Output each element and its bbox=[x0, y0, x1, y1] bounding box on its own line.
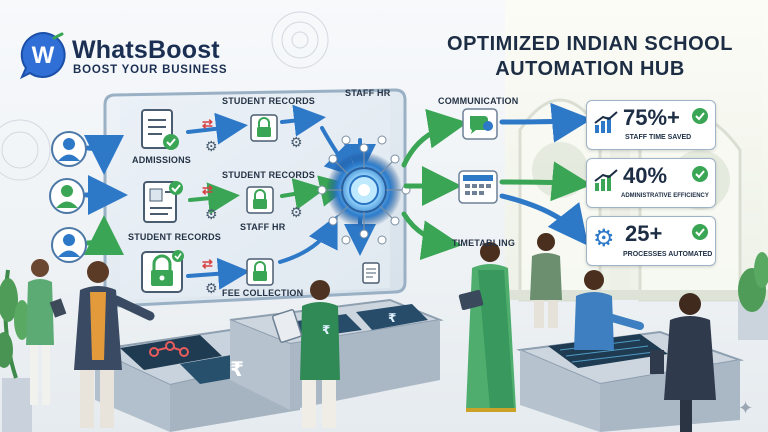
check-icon bbox=[691, 223, 709, 246]
label-timetabling: TIMETABLING bbox=[452, 238, 516, 248]
label-communication: COMMUNICATION bbox=[438, 96, 519, 106]
label-staff-hr-mid: STAFF HR bbox=[240, 222, 286, 232]
brand-name: WhatsBoost bbox=[72, 36, 220, 64]
title-line-2: AUTOMATION HUB bbox=[495, 58, 685, 80]
check-icon bbox=[691, 165, 709, 188]
stat-caption-processes: PROCESSES AUTOMATED bbox=[623, 251, 713, 258]
people bbox=[26, 233, 716, 432]
gear-icon: ⚙ bbox=[205, 280, 218, 296]
check-icon bbox=[691, 107, 709, 130]
calendar-icon bbox=[458, 170, 498, 209]
lock-icon bbox=[140, 250, 186, 301]
plant-left bbox=[0, 269, 32, 432]
svg-text:W: W bbox=[32, 42, 55, 69]
stat-card-processes: ⚙ 25+ PROCESSES AUTOMATED bbox=[586, 216, 716, 266]
document-icon bbox=[362, 262, 382, 289]
brand-tagline: BOOST YOUR BUSINESS bbox=[73, 64, 228, 76]
user-icon bbox=[50, 130, 88, 173]
gear-icon: ⚙ bbox=[290, 134, 303, 150]
share-graph bbox=[149, 341, 189, 357]
person-woman-saree bbox=[458, 242, 516, 412]
svg-text:₹: ₹ bbox=[388, 311, 396, 325]
chart-icon bbox=[593, 111, 619, 140]
stat-card-staff-time: 75%+ STAFF TIME SAVED bbox=[586, 100, 716, 150]
gear-icon: ⚙ bbox=[205, 206, 218, 222]
person-woman-green bbox=[26, 259, 67, 405]
chat-icon bbox=[462, 108, 498, 145]
user-icon bbox=[50, 226, 88, 269]
shuffle-icon: ⇄ bbox=[202, 116, 213, 131]
title-line-1: OPTIMIZED INDIAN SCHOOL bbox=[447, 33, 733, 55]
lock-icon bbox=[250, 114, 278, 147]
stat-caption-staff-time: STAFF TIME SAVED bbox=[625, 134, 692, 141]
plant-right bbox=[738, 252, 768, 340]
gear-icon: ⚙ bbox=[290, 204, 303, 220]
label-student-records-left: STUDENT RECORDS bbox=[128, 232, 222, 242]
person-man-window bbox=[530, 233, 562, 328]
person-woman-blue bbox=[574, 270, 644, 350]
shuffle-icon: ⇄ bbox=[202, 256, 213, 271]
stat-card-admin-efficiency: 40% ADMINISTRATIVE EFFICIENCY bbox=[586, 158, 716, 208]
stat-value-admin-efficiency: 40% bbox=[623, 163, 668, 188]
desk-screen-symbols: ₹ ₹ ₹ bbox=[149, 311, 396, 381]
lock-icon bbox=[246, 186, 274, 219]
label-admissions: ADMISSIONS bbox=[132, 155, 192, 165]
stat-caption-admin-efficiency: ADMINISTRATIVE EFFICIENCY bbox=[621, 193, 709, 199]
shuffle-icon: ⇄ bbox=[202, 182, 213, 197]
sparkle-icon: ✦ bbox=[738, 398, 754, 418]
person-man-suit bbox=[650, 293, 716, 432]
chart-icon bbox=[593, 169, 619, 198]
label-staff-hr-top: STAFF HR bbox=[345, 88, 391, 98]
input-arrows bbox=[83, 134, 128, 256]
automation-hub bbox=[317, 135, 411, 245]
whatsboost-logo-icon: W bbox=[19, 31, 66, 80]
output-arrows bbox=[401, 102, 592, 261]
stat-value-staff-time: 75%+ bbox=[623, 105, 680, 130]
svg-text:₹: ₹ bbox=[322, 323, 330, 337]
student-records-doc-icon bbox=[140, 180, 184, 231]
label-student-records-top: STUDENT RECORDS bbox=[222, 96, 316, 106]
label-fee-collection: FEE COLLECTION bbox=[222, 288, 304, 298]
stat-value-processes: 25+ bbox=[625, 221, 663, 246]
gear-icon: ⚙ bbox=[205, 138, 218, 154]
admissions-doc-icon bbox=[138, 108, 180, 157]
label-student-records-mid: STUDENT RECORDS bbox=[222, 170, 316, 180]
lock-icon bbox=[246, 258, 274, 291]
person-woman-blazer bbox=[74, 261, 155, 428]
user-icon bbox=[48, 177, 86, 220]
svg-text:₹: ₹ bbox=[230, 357, 244, 381]
gear-icon: ⚙ bbox=[593, 225, 615, 252]
page-title: OPTIMIZED INDIAN SCHOOL AUTOMATION HUB bbox=[420, 32, 760, 82]
person-man-center bbox=[271, 280, 340, 428]
